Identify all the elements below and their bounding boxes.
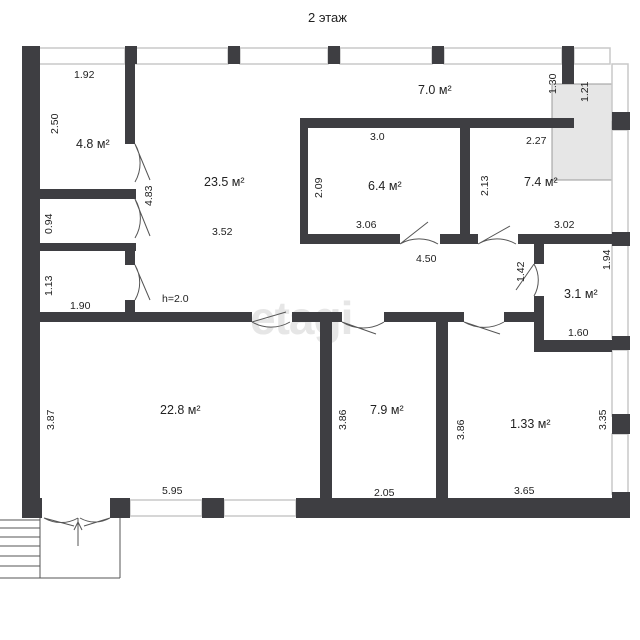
area-room-bottom-left: 22.8 м²: [160, 403, 201, 417]
dim-1-90: 1.90: [70, 300, 91, 312]
dim-2-50: 2.50: [49, 113, 61, 134]
ceiling-height-label: h=2.0: [162, 293, 189, 305]
dim-3-35: 3.35: [597, 409, 609, 430]
dim-2-05: 2.05: [374, 487, 395, 499]
dim-3-52: 3.52: [212, 226, 233, 238]
doors: [43, 143, 539, 546]
area-office-center: 6.4 м²: [368, 179, 402, 193]
dim-3-02: 3.02: [554, 219, 575, 231]
dim-3-86-middle: 3.86: [337, 409, 349, 430]
dim-3-65: 3.65: [514, 485, 535, 497]
dim-1-92: 1.92: [74, 69, 95, 81]
area-office-right-top: 7.4 м²: [524, 175, 558, 189]
dim-3-06: 3.06: [356, 219, 377, 231]
walls: [22, 46, 630, 518]
floor-title: 2 этаж: [308, 10, 347, 25]
dim-1-42: 1.42: [515, 261, 527, 282]
dim-2-09: 2.09: [313, 177, 325, 198]
dim-3-87: 3.87: [45, 409, 57, 430]
dim-4-83: 4.83: [143, 185, 155, 206]
area-hall-main: 23.5 м²: [204, 175, 245, 189]
outer-staircase: [0, 516, 121, 579]
area-corridor-top: 7.0 м²: [418, 83, 452, 97]
dim-3-86-right: 3.86: [455, 419, 467, 440]
dim-0-94: 0.94: [43, 213, 55, 234]
dim-4-50: 4.50: [416, 253, 437, 265]
dim-1-94: 1.94: [601, 249, 613, 270]
area-small-room-right: 3.1 м²: [564, 287, 598, 301]
dim-2-27: 2.27: [526, 135, 547, 147]
windows: [38, 47, 629, 517]
dim-3-0: 3.0: [370, 131, 385, 143]
area-room-bottom-right: 1.33 м²: [510, 417, 551, 431]
dim-1-21: 1.21: [579, 81, 591, 102]
dim-2-13: 2.13: [479, 175, 491, 196]
dim-1-30: 1.30: [547, 73, 559, 94]
area-room-bottom-middle: 7.9 м²: [370, 403, 404, 417]
dim-1-13: 1.13: [43, 275, 55, 296]
stair-zone: [551, 83, 613, 181]
dim-5-95: 5.95: [162, 485, 183, 497]
dim-1-60: 1.60: [568, 327, 589, 339]
area-bathroom-top-left: 4.8 м²: [76, 137, 110, 151]
